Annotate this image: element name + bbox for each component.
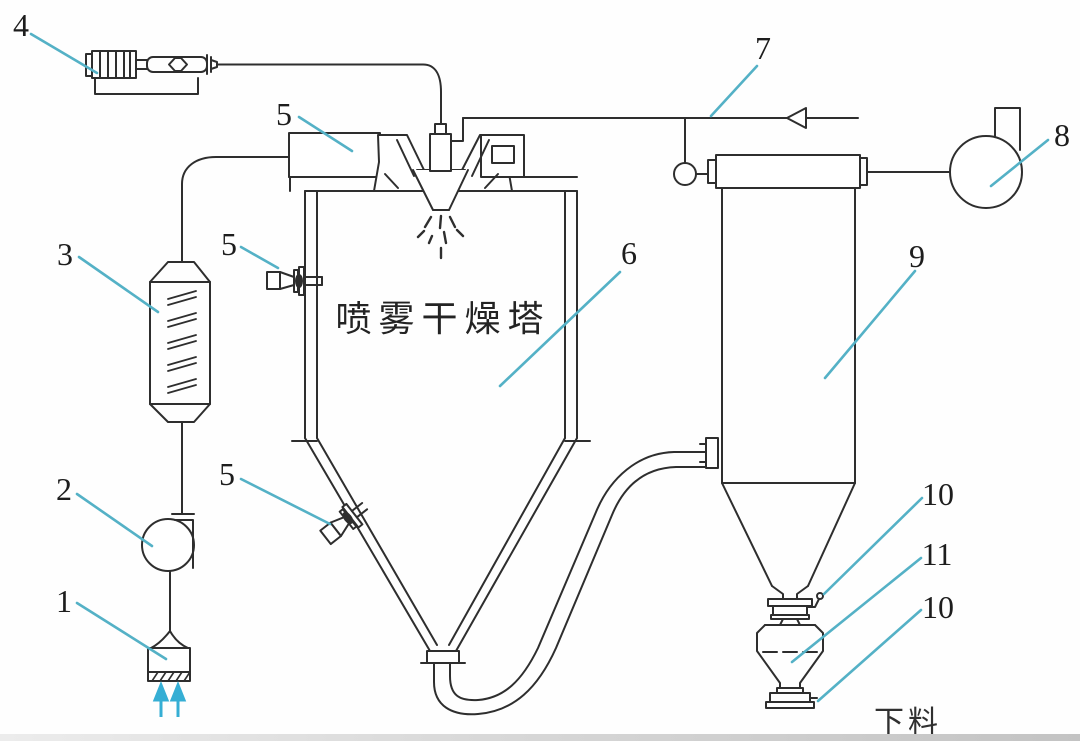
scan-edge-artifact bbox=[0, 734, 1080, 741]
callout-7-label: 7 bbox=[755, 30, 771, 66]
wall-air-nozzle bbox=[266, 266, 323, 296]
leader-lines bbox=[29, 32, 1050, 703]
tower-discharge-pipe bbox=[433, 451, 707, 716]
cyclone-separator bbox=[699, 154, 868, 600]
callout-5b-label: 5 bbox=[221, 226, 237, 262]
hot-air-distributor-box bbox=[181, 132, 381, 263]
leader-11 bbox=[790, 556, 923, 664]
air-heater bbox=[149, 261, 211, 515]
intake-blower bbox=[141, 513, 195, 632]
discharge-note: 下料 bbox=[874, 706, 942, 739]
leader-3 bbox=[77, 255, 160, 314]
leader-1 bbox=[75, 601, 168, 661]
callout-4-label: 4 bbox=[13, 7, 29, 43]
leader-2 bbox=[75, 492, 154, 548]
exhaust-fan bbox=[866, 107, 1023, 209]
leader-10b bbox=[816, 608, 923, 703]
leader-5b bbox=[239, 245, 280, 270]
callout-5a-label: 5 bbox=[276, 96, 292, 132]
callout-10a-label: 10 bbox=[922, 476, 954, 512]
leader-5c bbox=[239, 477, 332, 526]
feed-pump bbox=[85, 50, 218, 95]
exhaust-duct bbox=[462, 107, 859, 186]
callout-9-label: 9 bbox=[909, 238, 925, 274]
callout-11-label: 11 bbox=[921, 536, 953, 572]
callout-10b-label: 10 bbox=[922, 589, 954, 625]
leader-9 bbox=[823, 269, 917, 380]
leader-4 bbox=[29, 32, 99, 75]
leader-5a bbox=[297, 115, 354, 153]
callout-8-label: 8 bbox=[1054, 117, 1070, 153]
leader-6 bbox=[498, 270, 622, 388]
callout-5c-label: 5 bbox=[219, 456, 235, 492]
air-distributor-arms bbox=[373, 134, 525, 211]
callout-3-label: 3 bbox=[57, 236, 73, 272]
air-filter bbox=[147, 630, 191, 682]
leader-7 bbox=[709, 64, 759, 118]
tower-title: 喷雾干燥塔 bbox=[335, 299, 551, 339]
atomizer-nozzle bbox=[429, 117, 464, 172]
collection-pot bbox=[756, 624, 824, 689]
callout-2-label: 2 bbox=[56, 471, 72, 507]
leader-8 bbox=[989, 138, 1050, 188]
cone-air-nozzle bbox=[319, 501, 369, 546]
spray-pattern bbox=[416, 214, 465, 260]
spray-tower-shell bbox=[288, 176, 591, 664]
intake-air-arrows bbox=[152, 680, 187, 717]
leader-10a bbox=[822, 496, 924, 596]
callout-6-label: 6 bbox=[621, 235, 637, 271]
discharge-valve-lower bbox=[765, 687, 818, 709]
callout-1-label: 1 bbox=[56, 583, 72, 619]
discharge-valve-upper bbox=[767, 592, 824, 626]
feed-pipe bbox=[216, 63, 442, 125]
